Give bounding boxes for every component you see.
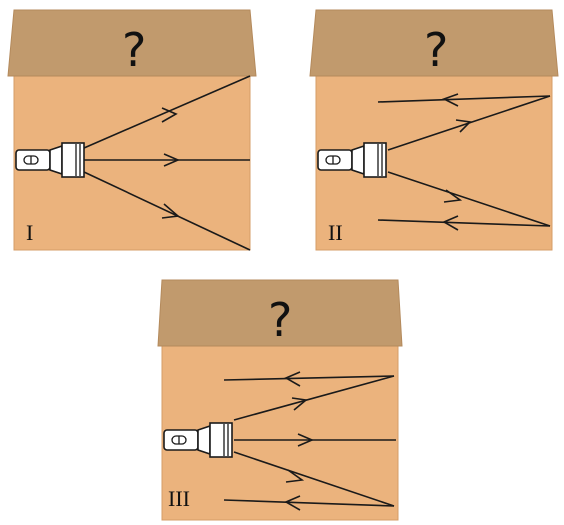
arrowhead <box>284 495 301 511</box>
arrowhead <box>285 469 305 483</box>
ray-upper-back <box>377 95 551 103</box>
question-mark: ? <box>268 293 292 347</box>
question-mark: ? <box>122 23 146 77</box>
question-mark: ? <box>424 23 448 77</box>
arrowhead <box>163 153 181 167</box>
box-diagram-2: ? II <box>309 9 559 251</box>
panel-label: III <box>168 486 190 511</box>
arrowhead <box>443 189 463 203</box>
box-lid <box>309 9 559 77</box>
ray-lower-out <box>387 171 551 227</box>
arrowhead <box>161 203 180 219</box>
arrowhead <box>291 397 308 411</box>
arrowhead <box>284 371 301 387</box>
ray-lower <box>83 171 251 251</box>
flashlight-icon <box>317 142 387 178</box>
ray-lower-back <box>377 219 551 227</box>
box-diagram-1: ? I <box>7 9 257 251</box>
box-lid <box>157 279 403 347</box>
arrowhead <box>161 107 178 123</box>
ray-upper <box>83 75 251 149</box>
arrowhead <box>455 119 472 133</box>
arrowhead <box>297 433 315 447</box>
box-panel-3: ? III <box>152 274 408 524</box>
ray-lower-back <box>223 499 395 507</box>
box-panel-1: ? I <box>4 4 264 254</box>
box-panel-2: ? II <box>306 4 564 254</box>
ray-upper-back <box>223 375 395 381</box>
box-lid <box>7 9 257 77</box>
arrowhead <box>441 93 459 107</box>
flashlight-icon <box>163 422 233 458</box>
flashlight-icon <box>15 142 85 178</box>
panel-label: II <box>328 220 343 245</box>
box-diagram-3: ? III <box>157 279 403 521</box>
ray-lower-out <box>233 451 395 507</box>
panel-label: I <box>26 220 33 245</box>
arrowhead <box>442 215 459 231</box>
ray-upper-out <box>233 375 395 421</box>
